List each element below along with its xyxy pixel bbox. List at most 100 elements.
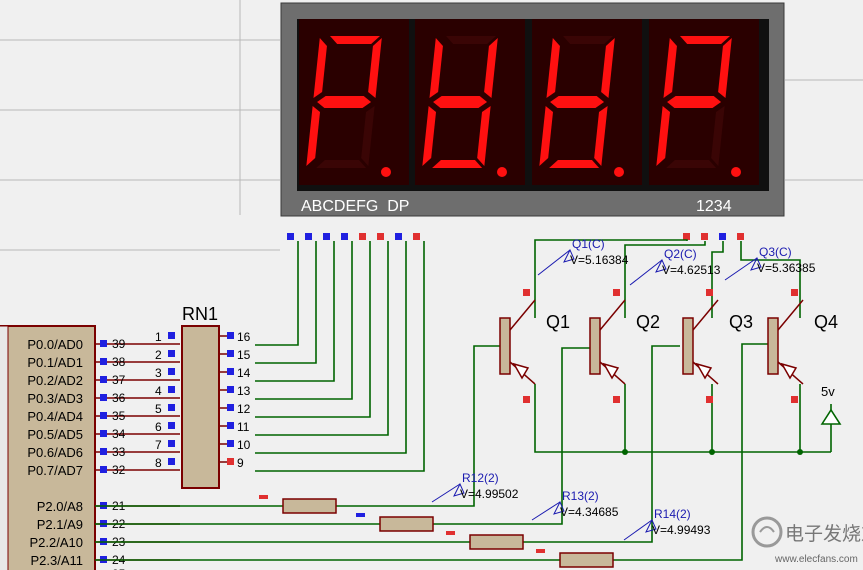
segment-c (594, 106, 608, 166)
mcu-pin-number: 37 (112, 373, 126, 387)
mcu-pin-number: 25 (112, 567, 126, 570)
segment-e (656, 106, 671, 166)
rn1-right-pin-marker (227, 458, 234, 465)
probe-arrow-icon (563, 248, 575, 263)
segment-d (549, 160, 600, 168)
mcu-pin-label: P2.0/A8 (37, 499, 83, 514)
probe-r14[interactable]: R14(2)V=4.99493 (623, 507, 711, 541)
transistor-base-bar (682, 317, 694, 375)
transistor-q4[interactable]: Q4 (767, 289, 838, 403)
pin-state-marker (100, 394, 107, 401)
segment-b (368, 38, 382, 98)
resistor-body (559, 552, 614, 568)
transistor-q2[interactable]: Q2 (589, 289, 660, 403)
rn1-right-pin-number: 12 (237, 402, 251, 416)
resistor-r13[interactable] (356, 513, 434, 532)
rn1-left-pin-marker (168, 440, 175, 447)
segment-c (711, 106, 725, 166)
probe-q2c[interactable]: Q2(C) V=4.62513 (629, 247, 721, 286)
mcu-pin-label: P2.1/A9 (37, 517, 83, 532)
collector-pin-marker (706, 289, 713, 296)
resistor-r12[interactable] (259, 495, 337, 514)
segment-e (539, 106, 554, 166)
rn1-right-pin-marker (227, 386, 234, 393)
transistor-label: Q3 (729, 312, 753, 332)
rn1-left-pin-marker (168, 332, 175, 339)
resistor-r14[interactable] (446, 531, 524, 550)
mcu-pin-P0.2/AD2[interactable]: P0.2/AD2 37 (27, 373, 180, 388)
probe-q3c[interactable]: Q3(C)V=5.36385 (724, 245, 816, 281)
pin-state-marker (100, 340, 107, 347)
transistor-base-bar (767, 317, 779, 375)
mcu-pin-P0.3/AD3[interactable]: P0.3/AD3 36 (27, 391, 180, 406)
rn1-left-pin-marker (168, 422, 175, 429)
mcu-pin-label: P0.2/AD2 (27, 373, 83, 388)
mcu-pin-number: 32 (112, 463, 126, 477)
display-digit-pins (683, 233, 744, 240)
segment-a (680, 36, 730, 44)
emitter-arrow-icon (602, 362, 620, 380)
pin-state-marker (100, 376, 107, 383)
rn1-left-pin-marker (168, 458, 175, 465)
mcu-body (0, 325, 96, 570)
pin-state-marker (100, 430, 107, 437)
probe-label: Q3(C) (759, 245, 792, 259)
segment-b (718, 38, 732, 98)
mcu-pin-P0.5/AD5[interactable]: P0.5/AD5 34 (27, 427, 180, 442)
segment-g (433, 96, 488, 108)
segment-dp (497, 167, 507, 177)
pin-state-marker (100, 466, 107, 473)
transistor-q3[interactable]: Q3 (682, 289, 753, 403)
segment-e (306, 106, 321, 166)
digit-pins-label: 1234 (696, 198, 732, 215)
probe-label: Q2(C) (664, 247, 697, 261)
rn1-right-pin-number: 13 (237, 384, 251, 398)
rn1-left-pin-number: 3 (155, 366, 162, 380)
digit-2 (415, 19, 525, 185)
mcu-pin-label: P2.3/A11 (30, 553, 83, 568)
watermark-title: 电子发烧友 (785, 523, 863, 545)
probe-r13[interactable]: R13(2)V=4.34685 (531, 489, 619, 521)
mcu-pin-label: P0.6/AD6 (27, 445, 83, 460)
mcu-pin-label: P0.3/AD3 (27, 391, 83, 406)
resistor-pin-marker (356, 513, 365, 517)
resistor-body (282, 498, 337, 514)
segment-g (667, 96, 722, 108)
probe-value: V=4.99502 (460, 487, 519, 501)
rn1-right-pin-marker (227, 350, 234, 357)
probe-value: V=4.62513 (662, 263, 721, 277)
segment-a (330, 36, 380, 44)
probe-value: V=4.34685 (560, 505, 619, 519)
probe-value: V=5.16384 (570, 253, 629, 267)
segment-a (446, 36, 496, 44)
emitter-pin-marker (613, 396, 620, 403)
transistor-label: Q4 (814, 312, 838, 332)
mcu-pin-pin-25[interactable]: 25 (95, 567, 180, 570)
rn1-left-pin-number: 8 (155, 456, 162, 470)
segment-f (546, 38, 560, 98)
resistor-r15[interactable] (536, 549, 614, 568)
mcu-pin-number: 38 (112, 355, 126, 369)
mcu-pin-number: 36 (112, 391, 126, 405)
rn1-right-pin-number: 9 (237, 456, 244, 470)
mcu-pin-label: P0.5/AD5 (27, 427, 83, 442)
rn1-left-pin-number: 2 (155, 348, 162, 362)
transistor-q1[interactable]: Q1 (499, 289, 570, 403)
mcu-inner-panel (0, 325, 9, 570)
emitter-arrow-icon (695, 362, 713, 380)
emitter-pin-marker (706, 396, 713, 403)
pin-state-marker (100, 358, 107, 365)
mcu-pin-number: 34 (112, 427, 126, 441)
power-terminal-5v[interactable]: 5v (820, 384, 842, 452)
probe-r12[interactable]: R12(2)V=4.99502 (431, 471, 519, 503)
probe-q1c[interactable]: Q1(C)V=5.16384 (537, 237, 629, 276)
seven-segment-display[interactable]: ABCDEFG DP 1234 (280, 2, 785, 217)
collector-pin-marker (791, 289, 798, 296)
